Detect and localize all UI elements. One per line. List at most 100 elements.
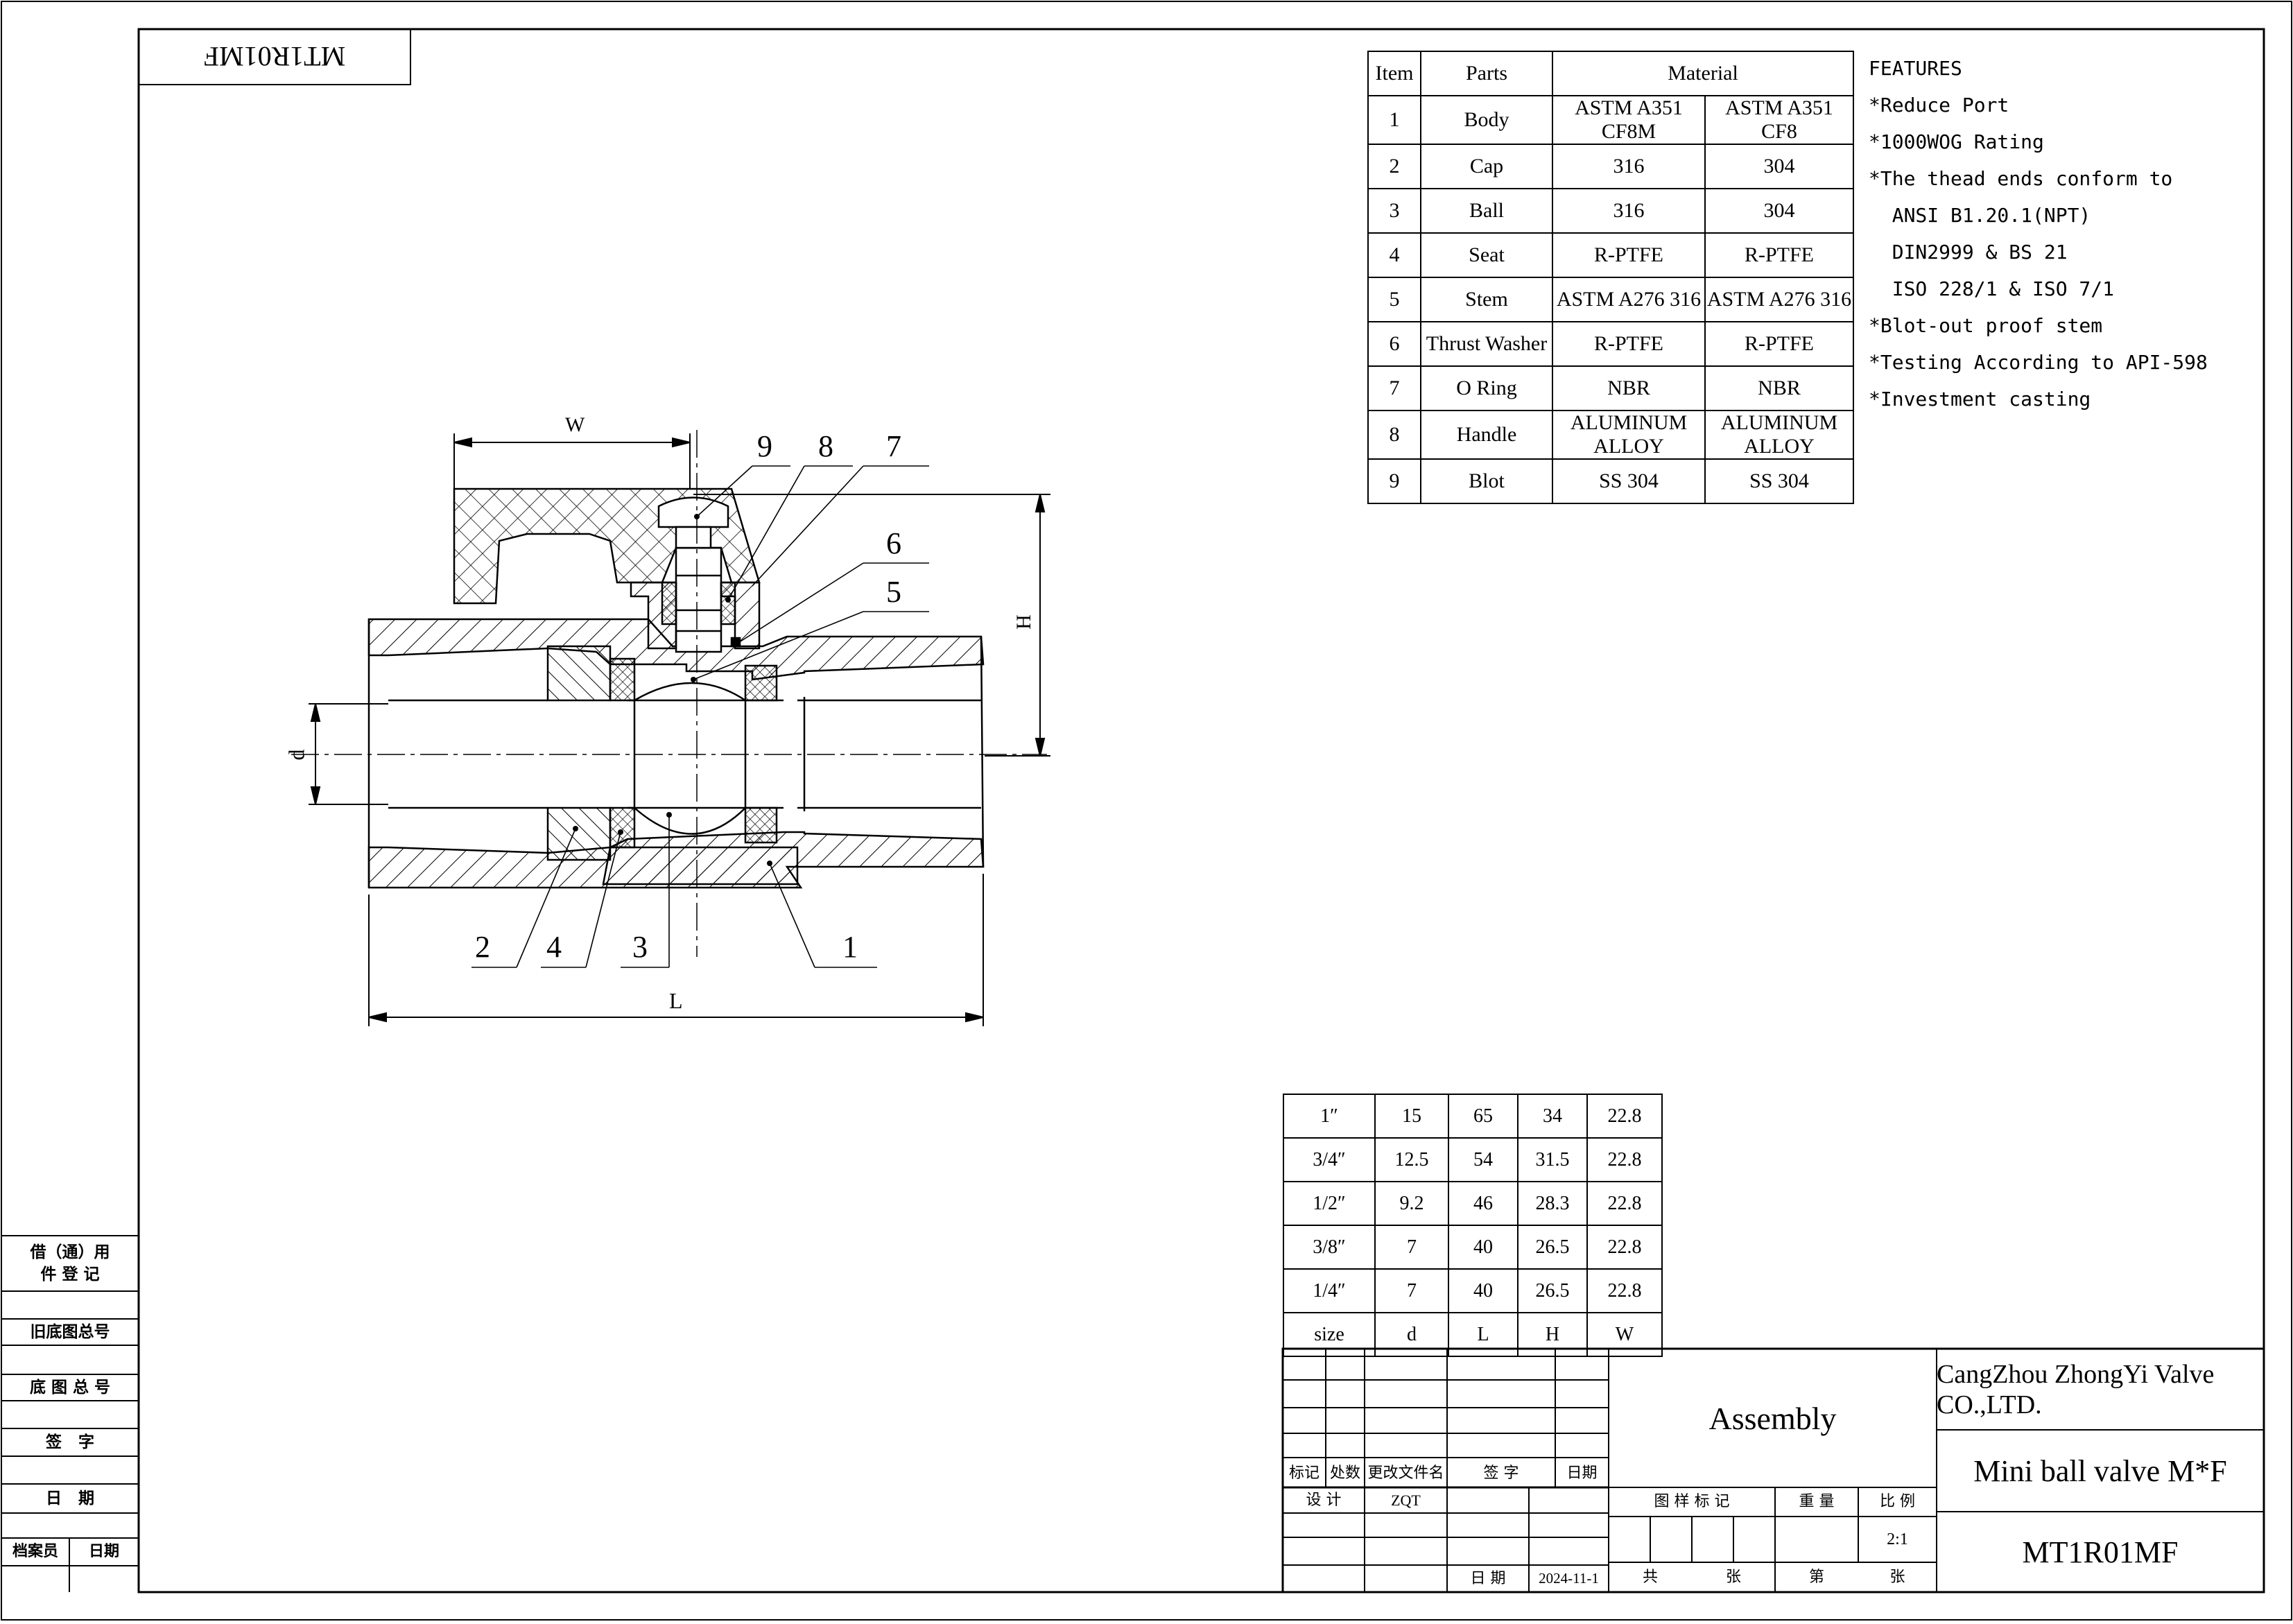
part-name: Stem <box>1420 277 1553 322</box>
revision-header-row: 标记 处数 更改文件名 签 字 日期 <box>1283 1460 1609 1487</box>
item-no: 3 <box>1367 188 1421 234</box>
feature-line: *Reduce Port <box>1869 94 2009 116</box>
part-name: Handle <box>1420 410 1553 460</box>
rev-mark-label: 标记 <box>1288 1465 1319 1482</box>
feature-line: *Blot-out proof stem <box>1869 314 2103 337</box>
feature-line: *The thead ends conform to <box>1869 167 2173 190</box>
l-cell: 40 <box>1448 1225 1518 1270</box>
h-cell: 26.5 <box>1517 1268 1588 1313</box>
rev-date-label: 日期 <box>1566 1465 1598 1482</box>
item-no: 7 <box>1367 365 1421 411</box>
callout-5: 5 <box>886 575 901 609</box>
w-cell: 22.8 <box>1586 1094 1663 1139</box>
base-number-label: 底 图 总 号 <box>29 1379 111 1397</box>
sheet-label: 张 <box>1889 1569 1905 1586</box>
feature-line: ANSI B1.20.1(NPT) <box>1869 204 2091 227</box>
scale-label: 比 例 <box>1880 1493 1915 1510</box>
w-cell: 22.8 <box>1586 1137 1663 1182</box>
material-2: R-PTFE <box>1704 321 1854 367</box>
seat-right-bottom <box>744 806 778 844</box>
material-2: ASTM A276 316 <box>1704 277 1854 322</box>
item-no: 6 <box>1367 321 1421 367</box>
material-2: R-PTFE <box>1704 232 1854 278</box>
product-name: Mini ball valve M*F <box>1973 1453 2227 1488</box>
callout-3: 3 <box>632 930 648 964</box>
dimension-lines <box>309 433 1050 1026</box>
side-panel-grid <box>1 1235 139 1592</box>
dim-label-d: d <box>284 749 309 761</box>
material-1: NBR <box>1552 365 1706 411</box>
features-list: FEATURES *Reduce Port *1000WOG Rating *T… <box>1869 50 2208 417</box>
d-cell: 15 <box>1374 1094 1449 1139</box>
size-cell: 3/8″ <box>1283 1225 1376 1270</box>
l-cell: 46 <box>1448 1181 1518 1226</box>
feature-line: *1000WOG Rating <box>1869 130 2044 153</box>
code-box <box>138 28 411 85</box>
stem <box>675 546 722 653</box>
w-cell: 22.8 <box>1586 1181 1663 1226</box>
material-2: NBR <box>1704 365 1854 411</box>
part-name: Body <box>1420 95 1553 145</box>
d-cell: 7 <box>1374 1268 1449 1313</box>
size-cell: 3/4″ <box>1283 1137 1376 1182</box>
rev-count-label: 处数 <box>1329 1465 1360 1482</box>
part-name: O Ring <box>1420 365 1553 411</box>
leader-lines <box>471 465 929 968</box>
header-w: W <box>1586 1312 1663 1357</box>
rev-sign-label: 签 字 <box>1483 1465 1519 1482</box>
d-cell: 7 <box>1374 1225 1449 1270</box>
h-cell: 26.5 <box>1517 1225 1588 1270</box>
item-no: 5 <box>1367 277 1421 322</box>
size-cell: 1″ <box>1283 1094 1376 1139</box>
item-no: 9 <box>1367 458 1421 504</box>
material-1: ASTM A276 316 <box>1552 277 1706 322</box>
sheets-label: 张 <box>1725 1569 1741 1586</box>
item-no: 8 <box>1367 410 1421 460</box>
h-cell: 28.3 <box>1517 1181 1588 1226</box>
item-no: 2 <box>1367 144 1421 189</box>
part-name: Cap <box>1420 144 1553 189</box>
sheet-no-label: 第 <box>1808 1569 1824 1586</box>
header-parts: Parts <box>1420 51 1553 96</box>
material-2: SS 304 <box>1704 458 1854 504</box>
header-item: Item <box>1367 51 1421 96</box>
part-name: Ball <box>1420 188 1553 234</box>
part-name: Blot <box>1420 458 1553 504</box>
material-2: 304 <box>1704 144 1854 189</box>
body-neck-left <box>630 581 677 650</box>
size-cell: 1/2″ <box>1283 1181 1376 1226</box>
part-number: MT1R01MF <box>2022 1535 2179 1569</box>
weight-label: 重 量 <box>1799 1493 1835 1510</box>
callout-2: 2 <box>475 930 490 964</box>
title-block-grid <box>1281 1347 2265 1593</box>
total-label: 共 <box>1642 1569 1658 1586</box>
feature-line: *Investment casting <box>1869 388 2091 411</box>
callout-8: 8 <box>818 429 833 463</box>
bolt-shank <box>675 526 712 549</box>
body-lower-section <box>602 846 799 886</box>
w-cell: 22.8 <box>1586 1268 1663 1313</box>
size-cell: 1/4″ <box>1283 1268 1376 1313</box>
dim-label-w: W <box>565 413 585 436</box>
part-name: Seat <box>1420 232 1553 278</box>
callout-9: 9 <box>757 429 772 463</box>
header-l: L <box>1448 1312 1518 1357</box>
l-cell: 65 <box>1448 1094 1518 1139</box>
valve-assembly-drawing <box>367 487 985 889</box>
archivist-label: 档案员 <box>12 1543 58 1560</box>
features-heading: FEATURES <box>1869 57 1962 80</box>
feature-line: *Testing According to API-598 <box>1869 351 2208 374</box>
parts-table-header: Item Parts Material <box>1367 51 1854 96</box>
cap-upper <box>546 645 612 702</box>
